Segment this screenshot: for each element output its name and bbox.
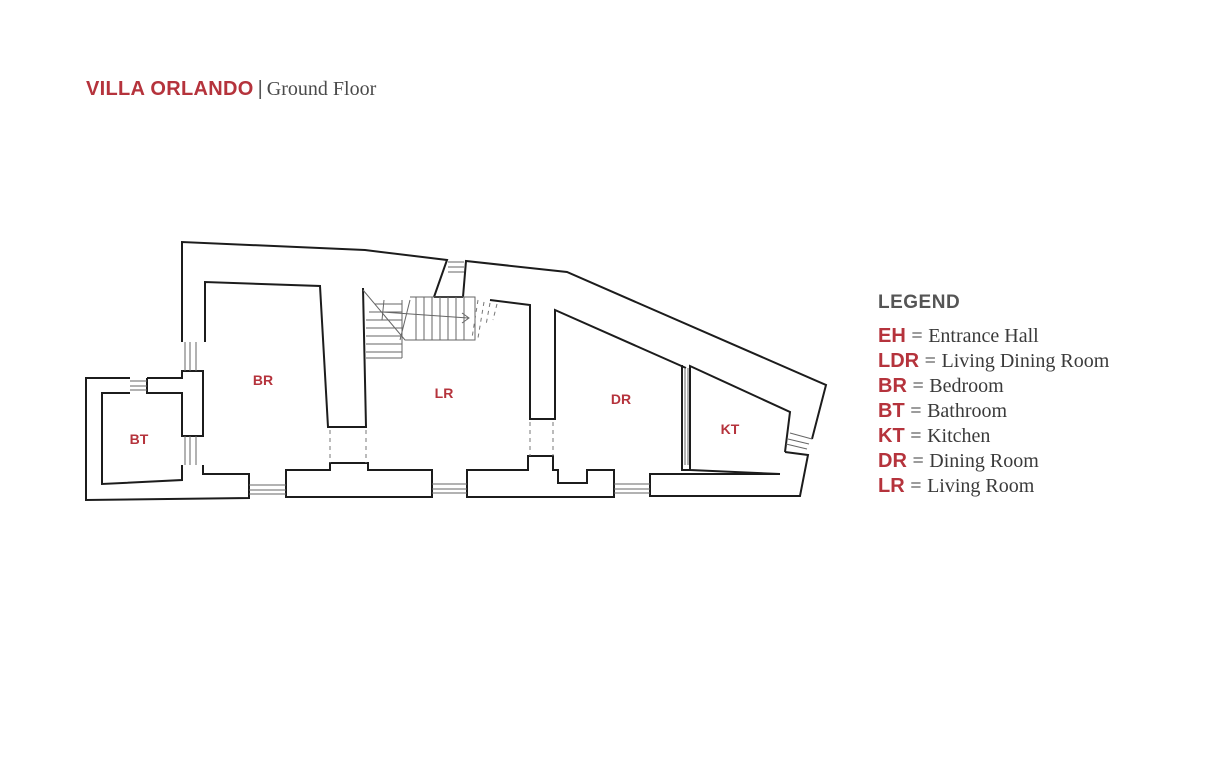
legend-eq: = [912, 375, 924, 397]
window-south-2 [432, 483, 467, 494]
room-label-dr: DR [611, 391, 631, 407]
stair-upper [471, 299, 498, 339]
living-partition [489, 299, 687, 420]
window-south-1 [249, 484, 286, 495]
stair-outline [362, 289, 476, 341]
kitchen-partition [681, 364, 792, 475]
door-dining [529, 422, 554, 456]
legend-eq: = [911, 325, 923, 347]
legend-item: LR = Living Room [878, 474, 1208, 499]
staircase [362, 289, 498, 359]
room-label-bt: BT [130, 431, 149, 447]
room-label-kt: KT [721, 421, 740, 437]
legend-eq: = [910, 400, 922, 422]
openings [130, 261, 813, 495]
window-south-3 [614, 483, 650, 494]
legend-label: Kitchen [927, 425, 991, 447]
page-title: VILLA ORLANDO|Ground Floor [86, 76, 376, 102]
legend-label: Entrance Hall [928, 325, 1039, 347]
legend-code: DR [878, 450, 907, 472]
room-labels: BR LR DR KT BT [130, 372, 740, 447]
legend-eq: = [912, 450, 924, 472]
legend-label: Dining Room [929, 450, 1039, 472]
room-label-lr: LR [435, 385, 454, 401]
legend-item: DR = Dining Room [878, 449, 1208, 474]
title-separator: | [257, 78, 263, 100]
floor-name: Ground Floor [266, 78, 377, 100]
legend-item: KT = Kitchen [878, 424, 1208, 449]
legend-code: EH [878, 325, 906, 347]
window-kitchen [684, 368, 689, 465]
room-label-br: BR [253, 372, 273, 388]
legend-code: LR [878, 475, 905, 497]
window-bath-door [184, 436, 197, 465]
legend-item: BR = Bedroom [878, 374, 1208, 399]
villa-name: VILLA ORLANDO [86, 78, 254, 100]
south-wall-a [285, 462, 433, 498]
legend-code: BT [878, 400, 905, 422]
legend-eq: = [924, 350, 936, 372]
legend-title: LEGEND [878, 292, 961, 313]
stair-treads [366, 297, 465, 359]
legend-label: Living Room [927, 475, 1035, 497]
legend-item: EH = Entrance Hall [878, 324, 1208, 349]
window-bedroom-west [184, 342, 197, 371]
legend-eq: = [910, 475, 922, 497]
legend-item: LDR = Living Dining Room [878, 349, 1208, 374]
outer-wall-tip [649, 451, 810, 497]
legend-item: BT = Bathroom [878, 399, 1208, 424]
window-north [448, 261, 464, 273]
window-bathroom [130, 380, 147, 391]
outer-wall-right [462, 259, 828, 440]
legend-code: LDR [878, 350, 920, 372]
legend-eq: = [910, 425, 922, 447]
outer-wall-left [181, 240, 449, 342]
bedroom-wall [204, 280, 368, 428]
south-wall-b [466, 455, 615, 498]
legend-label: Bathroom [927, 400, 1008, 422]
stair-arrow [381, 311, 470, 324]
bathroom-wall [85, 370, 250, 502]
legend-code: KT [878, 425, 905, 447]
legend-label: Living Dining Room [941, 350, 1110, 372]
legend-label: Bedroom [929, 375, 1004, 397]
legend: LEGEND EH = Entrance Hall LDR = Living D… [878, 292, 1208, 499]
door-bedroom [329, 430, 367, 463]
walls [85, 240, 828, 502]
legend-code: BR [878, 375, 907, 397]
window-east [785, 432, 813, 450]
